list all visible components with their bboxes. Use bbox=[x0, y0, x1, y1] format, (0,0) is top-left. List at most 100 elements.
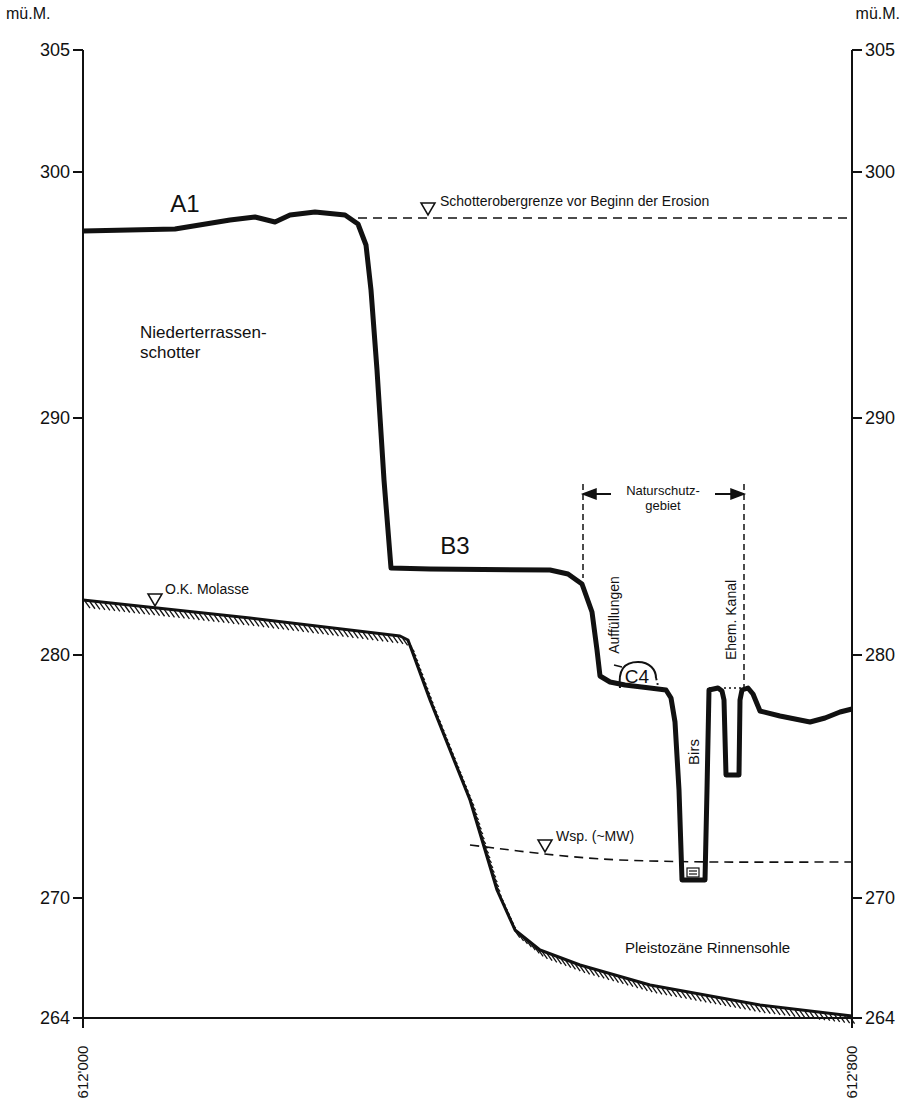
hatch-stroke bbox=[368, 633, 373, 640]
hatch-stroke bbox=[835, 1015, 840, 1022]
hatch-stroke bbox=[224, 616, 229, 623]
hatch-stroke bbox=[299, 625, 304, 632]
hatch-stroke bbox=[393, 636, 398, 643]
hatch-stroke bbox=[633, 981, 638, 988]
hatch-stroke bbox=[556, 957, 561, 964]
hatch-stroke bbox=[244, 618, 249, 625]
hatch-stroke bbox=[642, 984, 647, 991]
hatch-stroke bbox=[790, 1010, 795, 1017]
hatch-stroke bbox=[589, 969, 594, 976]
hatch-stroke bbox=[614, 976, 619, 983]
hatch-stroke bbox=[110, 604, 115, 611]
hatch-stroke bbox=[90, 602, 95, 609]
hatch-stroke bbox=[760, 1006, 765, 1013]
hatch-stroke bbox=[840, 1016, 845, 1023]
hatch-stroke bbox=[274, 622, 279, 629]
axis-tick-label: 280 bbox=[865, 645, 895, 666]
level-triangle bbox=[421, 203, 435, 215]
hatch-stroke bbox=[165, 610, 170, 617]
axis-unit: mü.M. bbox=[856, 5, 900, 23]
note-label: Schotterobergrenze vor Beginn der Erosio… bbox=[440, 193, 709, 209]
hatch-stroke bbox=[373, 634, 378, 641]
hatch-stroke bbox=[825, 1014, 830, 1021]
hatch-stroke bbox=[155, 609, 160, 616]
hatch-stroke bbox=[239, 618, 244, 625]
hatch-stroke bbox=[820, 1013, 825, 1020]
area-label: Naturschutz- gebiet bbox=[611, 484, 715, 514]
gravel-top-line bbox=[358, 217, 852, 219]
hatch-stroke bbox=[95, 602, 100, 609]
hatch-stroke bbox=[765, 1007, 770, 1014]
hatch-stroke bbox=[189, 612, 194, 619]
area-label: Auffüllungen bbox=[606, 576, 622, 654]
hatch-stroke bbox=[662, 988, 667, 995]
hatch-stroke bbox=[542, 952, 547, 959]
axis-tick-label: 300 bbox=[40, 162, 70, 183]
hatch-stroke bbox=[638, 982, 643, 989]
hatch-stroke bbox=[343, 630, 348, 637]
hatch-stroke bbox=[580, 966, 585, 973]
hatch-stroke bbox=[145, 608, 150, 615]
hatch-stroke bbox=[279, 622, 284, 629]
hatch-stroke bbox=[594, 970, 599, 977]
axis-tick-label: 300 bbox=[865, 162, 895, 183]
water-symbol bbox=[687, 868, 699, 877]
hatch-stroke bbox=[169, 610, 174, 617]
hatch-stroke bbox=[721, 999, 726, 1006]
hatch-stroke bbox=[363, 633, 368, 640]
hatch-stroke bbox=[184, 612, 189, 619]
hatch-stroke bbox=[561, 959, 566, 966]
hatch-stroke bbox=[398, 637, 403, 644]
axis-tick-label: 280 bbox=[40, 645, 70, 666]
hatch-stroke bbox=[815, 1013, 820, 1020]
hatch-stroke bbox=[199, 614, 204, 621]
reserve-bracket bbox=[583, 484, 744, 688]
level-label: Wsp. (~MW) bbox=[556, 828, 634, 844]
axis-tick-label: 270 bbox=[865, 888, 895, 909]
hatch-stroke bbox=[785, 1009, 790, 1016]
hatch-stroke bbox=[780, 1008, 785, 1015]
hatch-stroke bbox=[378, 634, 383, 641]
hatch-stroke bbox=[324, 628, 329, 635]
hatch-stroke bbox=[304, 625, 309, 632]
hatch-stroke bbox=[741, 1002, 746, 1009]
hatch-stroke bbox=[358, 632, 363, 639]
hatch-stroke bbox=[259, 620, 264, 627]
molasse-surface bbox=[83, 600, 852, 1016]
hatch-stroke bbox=[338, 630, 343, 637]
hatch-stroke bbox=[314, 627, 319, 634]
hatch-stroke bbox=[333, 629, 338, 636]
hatch-stroke bbox=[647, 985, 652, 992]
axis-tick-label: 290 bbox=[865, 408, 895, 429]
hatch-stroke bbox=[174, 611, 179, 618]
hatch-stroke bbox=[269, 621, 274, 628]
hatch-stroke bbox=[575, 964, 580, 971]
hatch-stroke bbox=[209, 615, 214, 622]
hatch-stroke bbox=[135, 607, 140, 614]
hatch-stroke bbox=[750, 1004, 755, 1011]
axis-tick-label: 270 bbox=[40, 888, 70, 909]
area-label: Ehem. Kanal bbox=[723, 580, 739, 660]
unit-label: Niederterrassen- schotter bbox=[140, 323, 290, 362]
hatch-stroke bbox=[552, 955, 557, 962]
level-triangle bbox=[538, 840, 552, 852]
hatch-stroke bbox=[677, 991, 682, 998]
hatch-stroke bbox=[319, 627, 324, 634]
hatch-stroke bbox=[264, 621, 269, 628]
hatch-stroke bbox=[383, 635, 388, 642]
hatch-stroke bbox=[657, 987, 662, 994]
hatch-stroke bbox=[284, 623, 289, 630]
axis-frame bbox=[73, 50, 862, 1028]
hatch-stroke bbox=[214, 615, 219, 622]
hatch-stroke bbox=[731, 1001, 736, 1008]
hatch-stroke bbox=[219, 616, 224, 623]
hatch-stroke bbox=[289, 624, 294, 631]
hatch-stroke bbox=[599, 971, 604, 978]
hatch-stroke bbox=[566, 961, 571, 968]
hatch-stroke bbox=[711, 997, 716, 1004]
axis-tick-label: 305 bbox=[40, 40, 70, 61]
hatch-stroke bbox=[179, 611, 184, 618]
water-level-line bbox=[470, 845, 852, 862]
hatch-stroke bbox=[234, 617, 239, 624]
hatch-stroke bbox=[770, 1007, 775, 1014]
